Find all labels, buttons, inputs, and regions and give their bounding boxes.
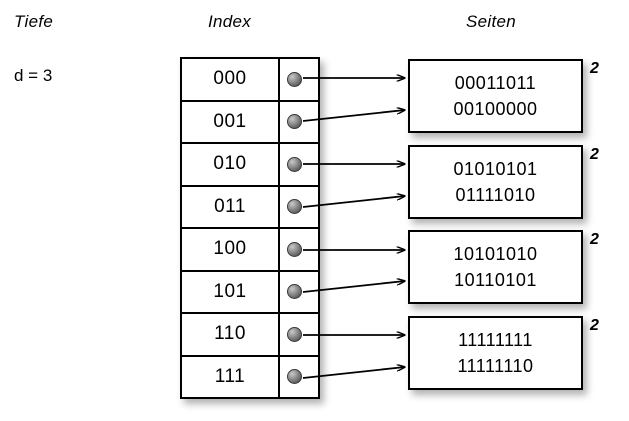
page-box: 10101010 10110101 [408,230,583,304]
index-key: 011 [182,186,280,227]
column-header-seiten: Seiten [466,12,517,31]
index-row: 010 [182,144,318,187]
page-record: 01111010 [455,185,536,205]
pointer-dot-icon [287,241,302,257]
index-pointer-cell [280,102,318,143]
page-record: 00100000 [453,99,538,119]
page-local-depth: 2 [590,231,599,248]
index-pointer-cell [280,229,318,270]
index-row: 001 [182,101,318,144]
page-record: 01010101 [453,158,538,179]
depth-value-label: d = 3 [14,66,53,85]
pointer-dot-icon [287,156,302,172]
index-pointer-cell [280,272,318,313]
page-local-depth: 2 [590,60,599,77]
pointer-dot-icon [287,71,302,87]
page-box: 01010101 01111010 [408,145,583,219]
pointer-dot-icon [287,199,302,215]
pointer-dot-icon [287,326,302,342]
column-header-index: Index [208,12,252,31]
page-record: 11111111 [458,329,533,350]
index-row: 100 [182,229,318,272]
page-record: 10110101 [454,270,537,290]
index-key: 100 [182,229,280,270]
index-pointer-cell [280,59,318,100]
index-row: 000 [182,59,318,102]
pointer-dot-icon [287,369,302,385]
index-pointer-cell [280,187,318,228]
index-row: 110 [182,314,318,357]
index-key: 111 [182,356,280,397]
page-local-depth: 2 [590,317,599,334]
column-header-tiefe: Tiefe [14,12,54,31]
pointer-dot-icon [287,284,302,300]
index-key: 110 [182,314,280,355]
index-row: 011 [182,186,318,229]
index-pointer-cell [280,144,318,185]
index-key: 010 [182,144,280,185]
index-row: 111 [182,356,318,398]
pointer-dot-icon [287,114,302,130]
page-local-depth: 2 [590,146,599,163]
index-pointer-cell [280,357,318,398]
index-table: 000 001 010 011 100 101 110 [180,57,320,399]
index-row: 101 [182,271,318,314]
index-pointer-cell [280,314,318,355]
page-record: 11111110 [457,356,534,376]
index-key: 101 [182,271,280,312]
page-box: 00011011 00100000 [408,59,583,133]
page-record: 00011011 [454,72,537,93]
index-key: 001 [182,101,280,142]
index-key: 000 [182,59,280,100]
page-record: 10101010 [453,243,538,264]
page-box: 11111111 11111110 [408,316,583,390]
